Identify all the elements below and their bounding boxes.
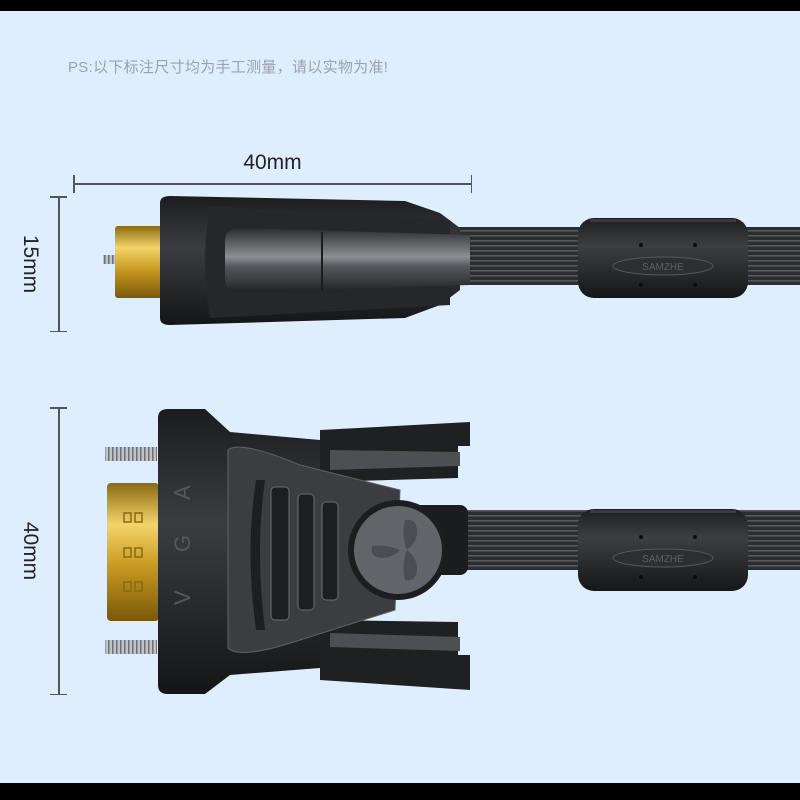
dimension-tick xyxy=(50,407,67,409)
ferrite-brand-bottom: SAMZHE xyxy=(642,554,684,565)
width-dimension-label: 40mm xyxy=(243,151,302,174)
measurement-note: PS:以下标注尺寸均为手工测量，请以实物为准! xyxy=(68,59,389,76)
dimension-tick xyxy=(73,175,75,193)
ferrite-core-bottom: SAMZHE xyxy=(578,509,748,591)
ferrite-core-top: SAMZHE xyxy=(578,218,748,298)
dimension-tick xyxy=(470,175,472,193)
cable-illustration: SAMZHE A xyxy=(103,196,800,694)
vga-label-v: V xyxy=(170,590,195,605)
dimension-tick xyxy=(50,196,67,198)
product-image-canvas: PS:以下标注尺寸均为手工测量，请以实物为准! 40mm 15mm 40mm xyxy=(0,11,800,783)
ferrite-brand-top: SAMZHE xyxy=(642,262,684,273)
dimension-line xyxy=(73,183,472,185)
dimension-tick xyxy=(50,693,67,695)
brand-logo-icon xyxy=(371,519,417,581)
dimension-line xyxy=(58,196,60,332)
vga-label-a: A xyxy=(170,485,195,500)
dimension-line xyxy=(58,407,60,695)
vga-label-g: G xyxy=(170,535,195,552)
dimension-tick xyxy=(50,330,67,332)
vga-connector-side-view xyxy=(103,196,800,325)
